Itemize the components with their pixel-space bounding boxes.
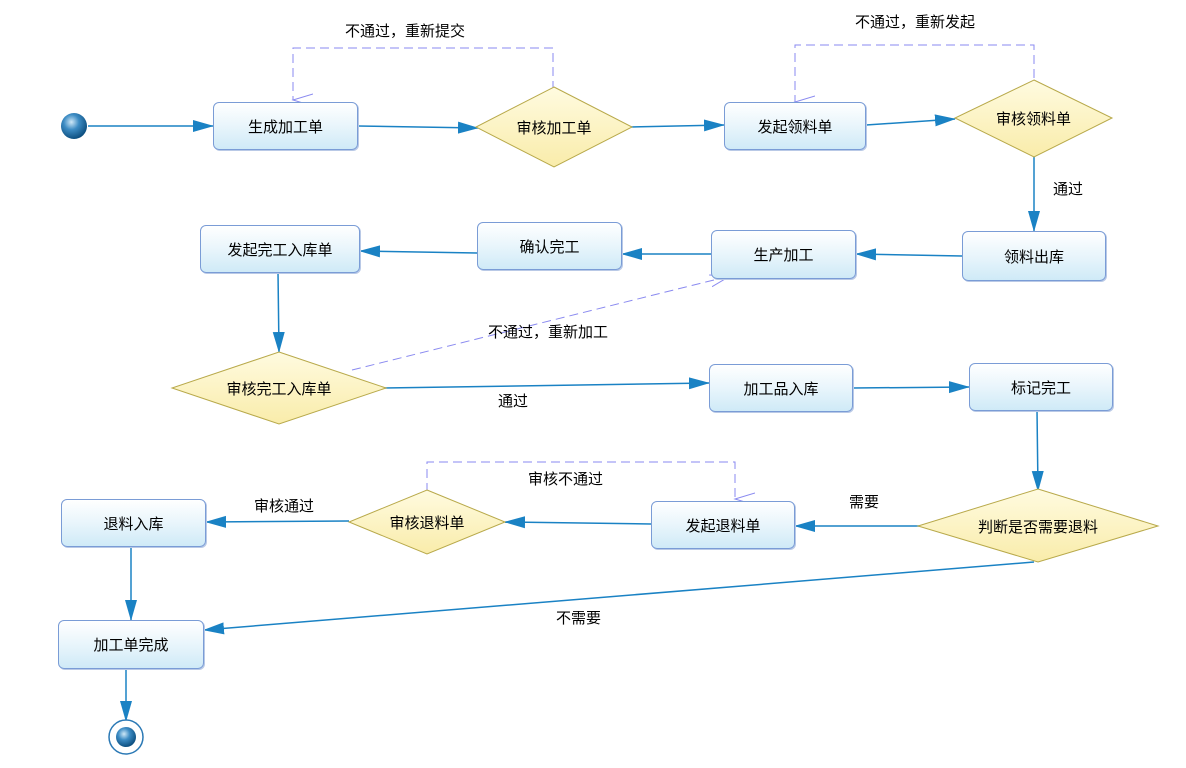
- action-return-stockin: 退料入库: [61, 499, 206, 547]
- action-mark-done: 标记完工: [969, 363, 1113, 411]
- action-issue-stockin: 发起完工入库单: [200, 225, 360, 273]
- action-product-stockin: 加工品入库: [709, 364, 853, 412]
- edge-label-reject-reissue: 不通过，重新发起: [855, 13, 976, 31]
- edge-reject-reprocess: [351, 276, 730, 371]
- action-confirm-done: 确认完工: [477, 222, 622, 270]
- edge-label-pass-2: 通过: [498, 392, 529, 410]
- action-confirm-done-label: 确认完工: [519, 237, 580, 256]
- action-product-stockin-label: 加工品入库: [743, 379, 819, 398]
- end-node: [108, 719, 144, 755]
- edge-review-reject: [426, 461, 735, 499]
- decision-review-stockin: [170, 351, 388, 425]
- edge-reviewreturn-to-returnin: [205, 515, 350, 528]
- edge-review-to-issue: [629, 119, 725, 132]
- edge-label-need: 需要: [849, 493, 880, 511]
- edge-label-review-pass: 审核通过: [254, 497, 315, 515]
- action-issue-requisition: 发起领料单: [724, 102, 866, 150]
- edge-productin-to-mark: [852, 381, 970, 394]
- decision-review-requisition: [953, 79, 1114, 158]
- decision-review-order: [474, 86, 634, 168]
- edge-reject-resubmit: [293, 47, 554, 100]
- edge-label-reject-resubmit: 不通过，重新提交: [345, 22, 466, 40]
- edge-gen-to-review: [357, 121, 479, 134]
- edge-mark-to-decision: [1031, 409, 1044, 492]
- decision-review-return: [347, 489, 507, 555]
- decision-need-return: [916, 488, 1160, 563]
- edge-label-no-need: 不需要: [556, 609, 602, 627]
- action-issue-return: 发起退料单: [651, 501, 795, 549]
- edge-issuestockin-to-review: [272, 271, 285, 353]
- start-node: [61, 113, 87, 139]
- edge-reviewstockin-to-productin: [383, 377, 710, 390]
- action-issue-requisition-label: 发起领料单: [757, 117, 833, 136]
- edge-label-review-reject: 审核不通过: [528, 470, 604, 488]
- edge-out-to-production: [855, 248, 963, 261]
- action-issue-return-label: 发起退料单: [685, 516, 761, 535]
- edge-issuereturn-to-review: [504, 516, 652, 529]
- action-material-out-label: 领料出库: [1003, 247, 1064, 266]
- edge-label-reject-reprocess: 不通过，重新加工: [488, 323, 609, 341]
- action-issue-stockin-label: 发起完工入库单: [227, 240, 333, 259]
- action-gen-order: 生成加工单: [213, 102, 358, 150]
- action-order-complete-label: 加工单完成: [93, 636, 169, 654]
- action-production-label: 生产加工: [753, 246, 814, 264]
- edge-reject-reissue: [795, 44, 1035, 102]
- action-production: 生产加工: [711, 230, 856, 279]
- edge-label-pass-1: 通过: [1053, 180, 1084, 198]
- edge-issue-to-reviewreq: [865, 114, 956, 127]
- edge-decision-to-complete: [203, 561, 1035, 635]
- action-material-out: 领料出库: [962, 231, 1106, 281]
- action-return-stockin-label: 退料入库: [103, 514, 164, 533]
- action-gen-order-label: 生成加工单: [247, 117, 323, 136]
- action-mark-done-label: 标记完工: [1010, 378, 1071, 397]
- action-order-complete: 加工单完成: [58, 620, 204, 669]
- edge-confirm-to-issuestockin: [359, 245, 478, 258]
